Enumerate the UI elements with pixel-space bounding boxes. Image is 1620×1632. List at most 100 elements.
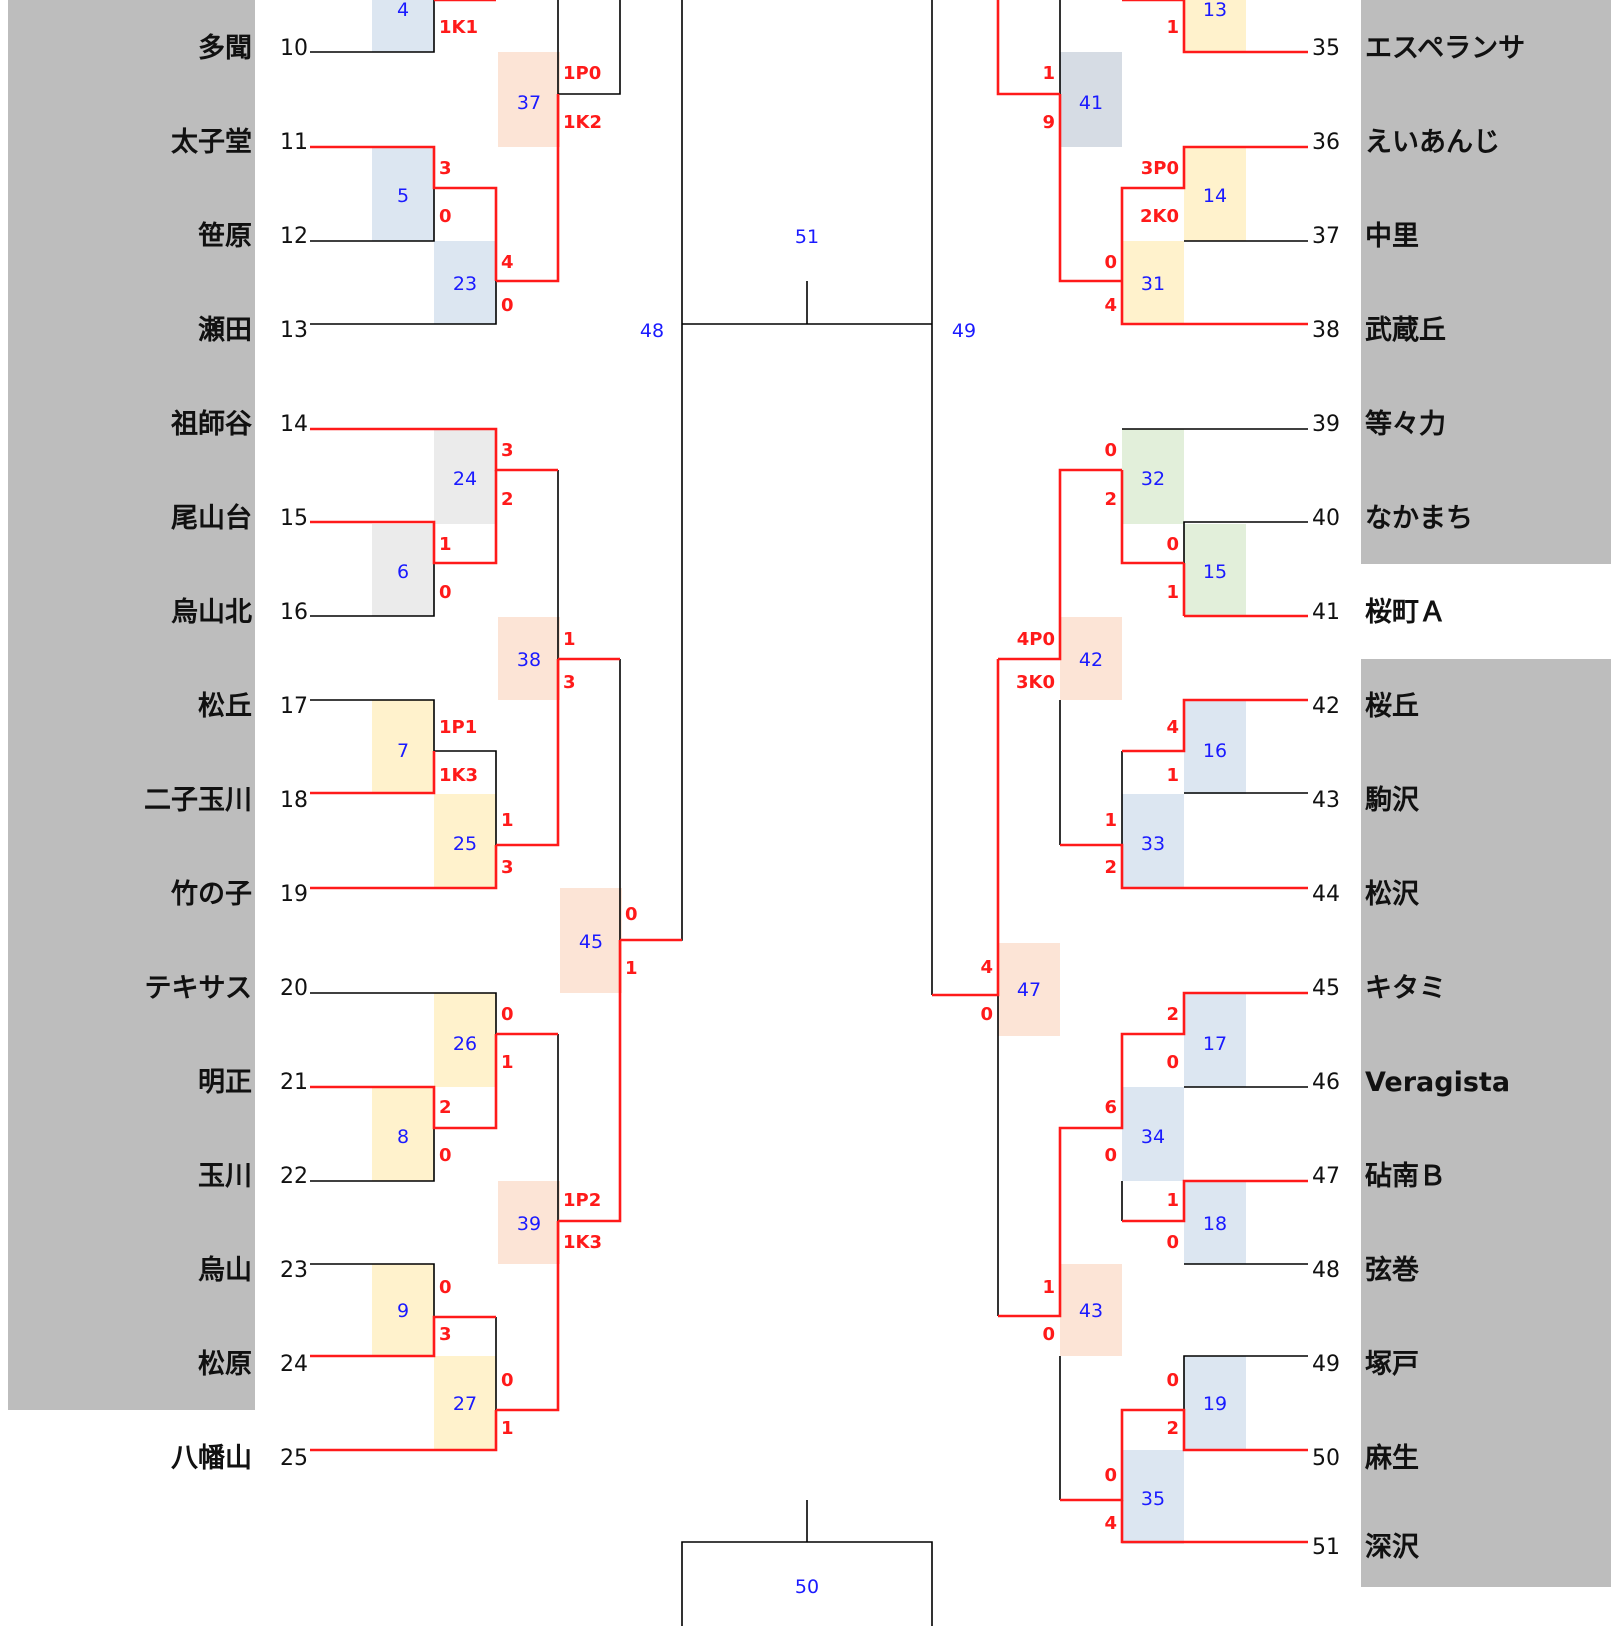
match-number: 38 (517, 649, 541, 671)
team-name: 弦巻 (1365, 1255, 1419, 1286)
team-name: 塚戸 (1365, 1349, 1419, 1380)
team-seed: 48 (1312, 1258, 1340, 1283)
match-number: 31 (1141, 273, 1165, 295)
match-score: 2 (439, 1097, 452, 1118)
winner-line (1058, 94, 1122, 283)
match-score: 1 (1042, 63, 1055, 84)
match-number: 45 (579, 931, 603, 953)
match-score: 1 (1166, 582, 1179, 603)
match-score: 0 (439, 1145, 452, 1166)
match-box (1122, 794, 1184, 888)
team-seed: 12 (280, 224, 308, 249)
match-score: 0 (439, 582, 452, 603)
match-number: 48 (640, 320, 664, 342)
team-name: 竹の子 (170, 878, 252, 910)
winner-line (998, 991, 1308, 1318)
match-score: 0 (501, 1004, 514, 1025)
match-number: 35 (1141, 1488, 1165, 1510)
team-name: 砧南Ｂ (1365, 1161, 1446, 1192)
team-seed: 46 (1312, 1070, 1340, 1095)
match-score: 2 (1166, 1418, 1179, 1439)
winner-line (1122, 0, 1308, 54)
match-box (1122, 1087, 1184, 1181)
match-score: 1K3 (563, 1232, 602, 1253)
match-number: 15 (1203, 561, 1227, 583)
match-score: 0 (1166, 1232, 1179, 1253)
left-scores: 1K1 1P0 1K2 3 0 4 0 3 2 1 0 1 3 1P1 1K3 … (439, 17, 638, 1439)
match-score: 2 (1166, 1004, 1179, 1025)
match-score: 0 (625, 904, 638, 925)
team-seed: 47 (1312, 1164, 1340, 1189)
match-number: 33 (1141, 833, 1165, 855)
match-score: 2 (1104, 489, 1117, 510)
team-name: Veragista (1365, 1067, 1510, 1098)
match-number: 47 (1017, 979, 1041, 1001)
team-name: 祖師谷 (171, 409, 253, 440)
team-name: 烏山北 (171, 597, 252, 628)
match-box (498, 617, 560, 700)
team-seed: 21 (280, 1070, 308, 1095)
match-box (498, 1181, 560, 1264)
team-seed: 44 (1312, 882, 1340, 907)
match-number: 24 (453, 468, 477, 490)
winner-line (310, 470, 498, 565)
match-box (1060, 617, 1122, 700)
team-seed: 43 (1312, 788, 1340, 813)
left-team-block (8, 0, 255, 1410)
match-score: 1 (501, 1418, 514, 1439)
team-seed: 42 (1312, 694, 1340, 719)
match-score: 3 (563, 672, 576, 693)
match-box (1184, 0, 1246, 52)
match-score: 0 (1104, 1145, 1117, 1166)
team-name: 玉川 (198, 1161, 252, 1192)
match-number: 51 (795, 226, 819, 248)
match-number: 16 (1203, 740, 1227, 762)
match-box (434, 429, 496, 524)
team-seed: 35 (1312, 36, 1340, 61)
team-seed: 11 (280, 130, 308, 155)
match-box (372, 1087, 434, 1181)
winner-line (558, 940, 622, 1223)
match-score: 0 (1104, 252, 1117, 273)
bracket-line (681, 1541, 933, 1626)
match-box (372, 700, 434, 794)
match-number: 4 (397, 0, 409, 21)
winner-line (1120, 470, 1184, 565)
team-name: 多聞 (198, 33, 252, 64)
team-seed: 22 (280, 1164, 308, 1189)
team-name: 八幡山 (171, 1443, 252, 1474)
winner-line (310, 1315, 496, 1358)
winner-line (496, 659, 560, 847)
team-seed: 50 (1312, 1446, 1340, 1471)
match-score: 9 (1042, 112, 1055, 133)
team-name: 松沢 (1365, 879, 1420, 910)
winner-line (310, 751, 436, 795)
match-score: 0 (501, 1370, 514, 1391)
match-score: 0 (980, 1004, 993, 1025)
team-name: 武蔵丘 (1365, 315, 1446, 346)
team-name: 明正 (198, 1067, 252, 1098)
match-box (372, 147, 434, 241)
match-score: 3P0 (1141, 158, 1179, 179)
bracket-line (557, 0, 621, 95)
winner-line (1120, 145, 1308, 281)
match-score: 0 (1042, 1324, 1055, 1345)
match-box (498, 52, 560, 147)
team-seed: 10 (280, 36, 308, 61)
team-seed: 51 (1312, 1535, 1340, 1560)
team-name: 桜町Ａ (1365, 597, 1446, 628)
team-name: 深沢 (1365, 1532, 1420, 1563)
team-seed: 40 (1312, 506, 1340, 531)
match-score: 6 (1104, 1097, 1117, 1118)
match-box (434, 993, 496, 1087)
team-seed: 49 (1312, 1352, 1340, 1377)
team-seed: 14 (280, 412, 308, 437)
team-name: 二子玉川 (144, 785, 252, 816)
match-score: 1 (1166, 765, 1179, 786)
team-name: 瀬田 (198, 315, 252, 346)
match-score: 0 (1166, 1370, 1179, 1391)
winner-line (996, 0, 1060, 96)
team-seed: 41 (1312, 600, 1340, 625)
right-teams: 35 エスペランサ 36 えいあんじ 37 中里 38 武蔵丘 39 等々力 4… (1312, 33, 1525, 1563)
